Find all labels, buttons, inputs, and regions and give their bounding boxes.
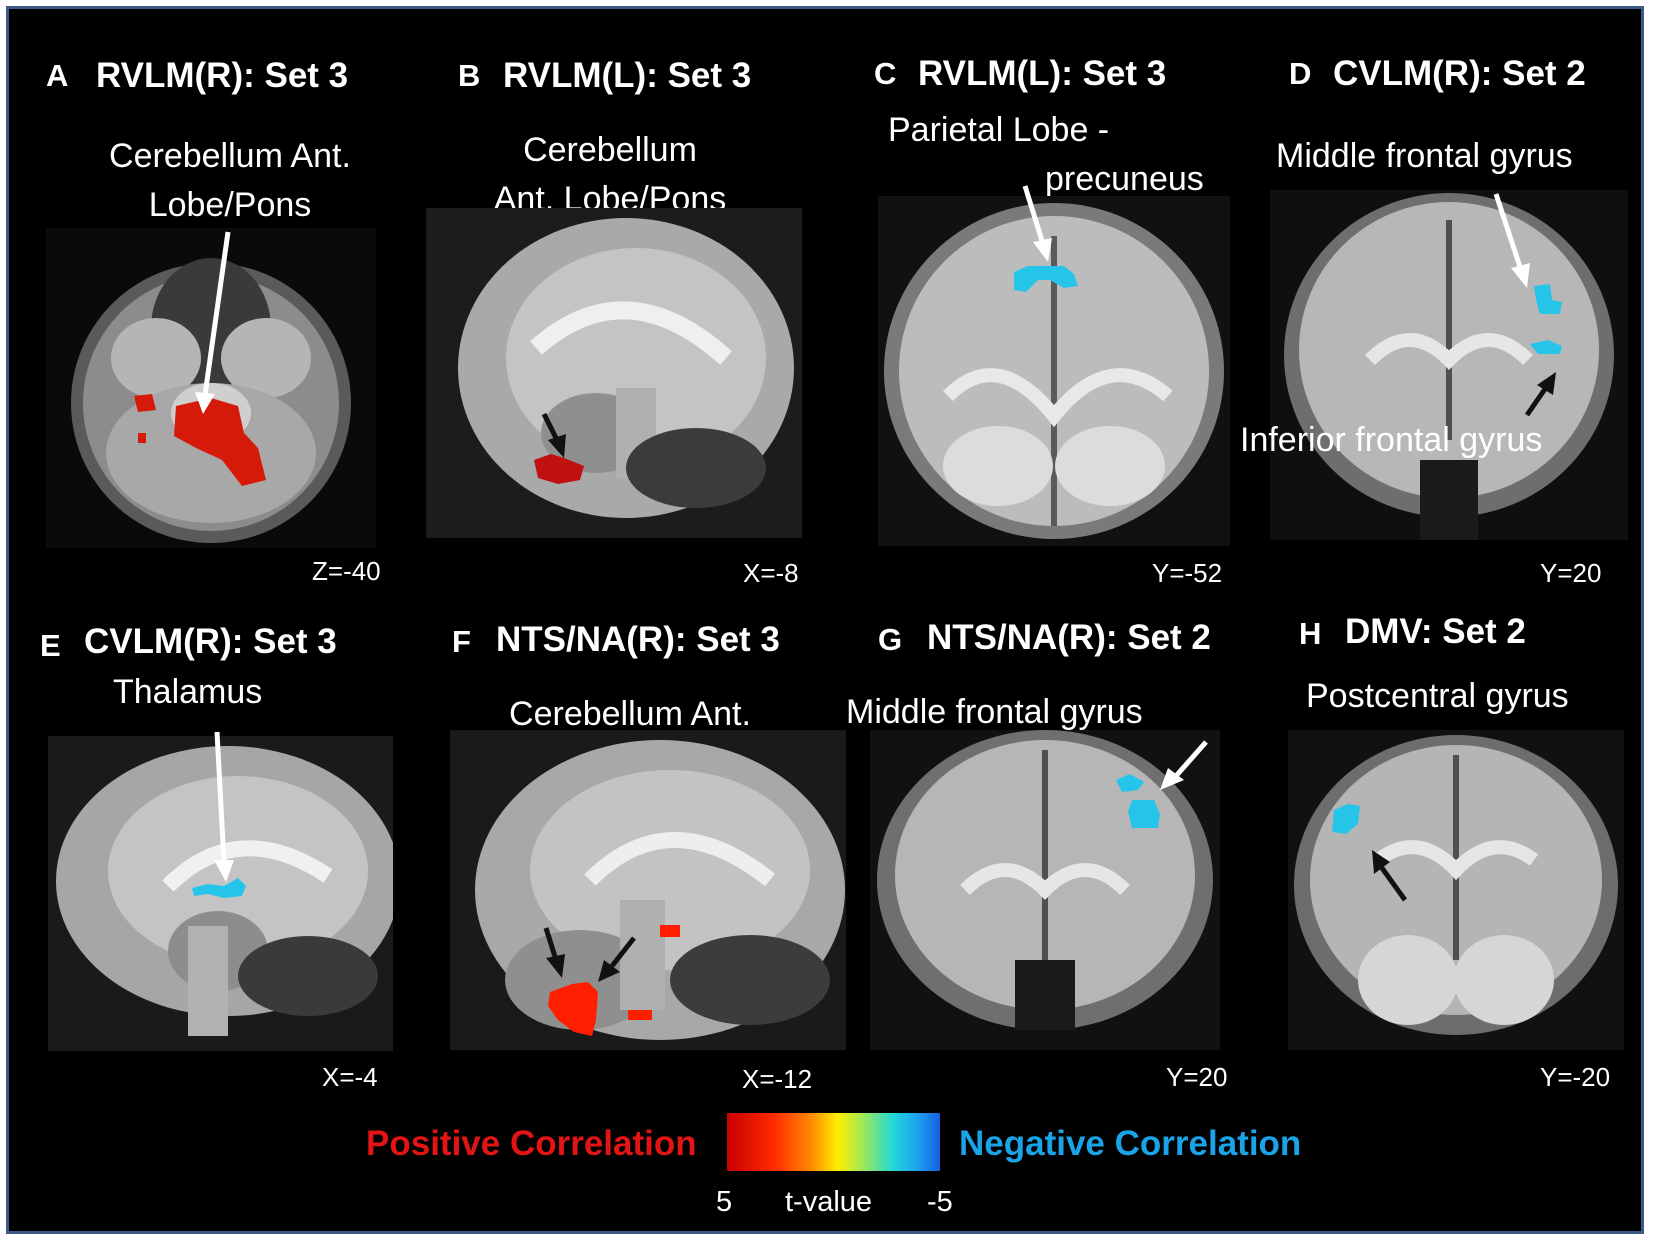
legend-positive-correlation: Positive Correlation [366,1124,697,1163]
panel-d-coordinate: Y=20 [1540,558,1602,588]
colorbar [727,1113,940,1171]
panel-a-region-label: Cerebellum Ant. Lobe/Pons [109,137,351,224]
panel-c-letter: C [874,56,897,91]
panel-d-coronal-scan [1270,190,1628,540]
panel-d-region-label: Middle frontal gyrus [1276,137,1573,175]
panel-c-coronal-scan [878,196,1230,546]
panel-h-coordinate: Y=-20 [1540,1062,1611,1092]
panel-b-coordinate: X=-8 [743,558,799,588]
panel-h-letter: H [1299,616,1322,651]
legend-negative-correlation: Negative Correlation [959,1124,1302,1163]
panel-f-sagittal-scan [450,730,846,1050]
panel-c-region-label-2: precuneus [1045,160,1204,198]
panel-f-coordinate: X=-12 [742,1064,813,1094]
panel-e-letter: E [40,628,61,663]
panel-d-region-label-2: Inferior frontal gyrus [1240,421,1543,459]
panel-c-title: RVLM(L): Set 3 [918,54,1167,93]
panel-e-region-label: Thalamus [113,673,263,711]
panel-e-coordinate: X=-4 [322,1062,378,1092]
panel-g-letter: G [878,622,903,657]
colorbar-axis-label: t-value [785,1186,873,1218]
panel-g-region-label: Middle frontal gyrus [846,693,1143,731]
panel-a-axial-scan [46,228,376,548]
panel-g-coronal-scan [870,730,1220,1050]
panel-a-coordinate: Z=-40 [312,556,381,586]
panel-e-title: CVLM(R): Set 3 [84,622,337,661]
panel-a-letter: A [46,58,69,93]
colorbar-tick-right: -5 [927,1186,953,1218]
panel-g-coordinate: Y=20 [1166,1062,1228,1092]
panel-c-region-label: Parietal Lobe - [888,111,1110,149]
panel-b-title: RVLM(L): Set 3 [503,56,752,95]
panel-a-title: RVLM(R): Set 3 [96,56,349,95]
panel-d-title: CVLM(R): Set 2 [1333,54,1586,93]
panel-h-title: DMV: Set 2 [1345,612,1526,651]
panel-c-coordinate: Y=-52 [1152,558,1223,588]
panel-b-sagittal-scan [426,208,802,538]
panel-h-coronal-scan [1288,730,1624,1050]
panel-f-title: NTS/NA(R): Set 3 [496,620,780,659]
panel-b-letter: B [458,58,481,93]
panel-d-letter: D [1289,56,1312,91]
panel-f-letter: F [452,624,471,659]
colorbar-tick-left: 5 [716,1186,733,1218]
panel-h-region-label: Postcentral gyrus [1306,677,1569,715]
panel-g-title: NTS/NA(R): Set 2 [927,618,1211,657]
